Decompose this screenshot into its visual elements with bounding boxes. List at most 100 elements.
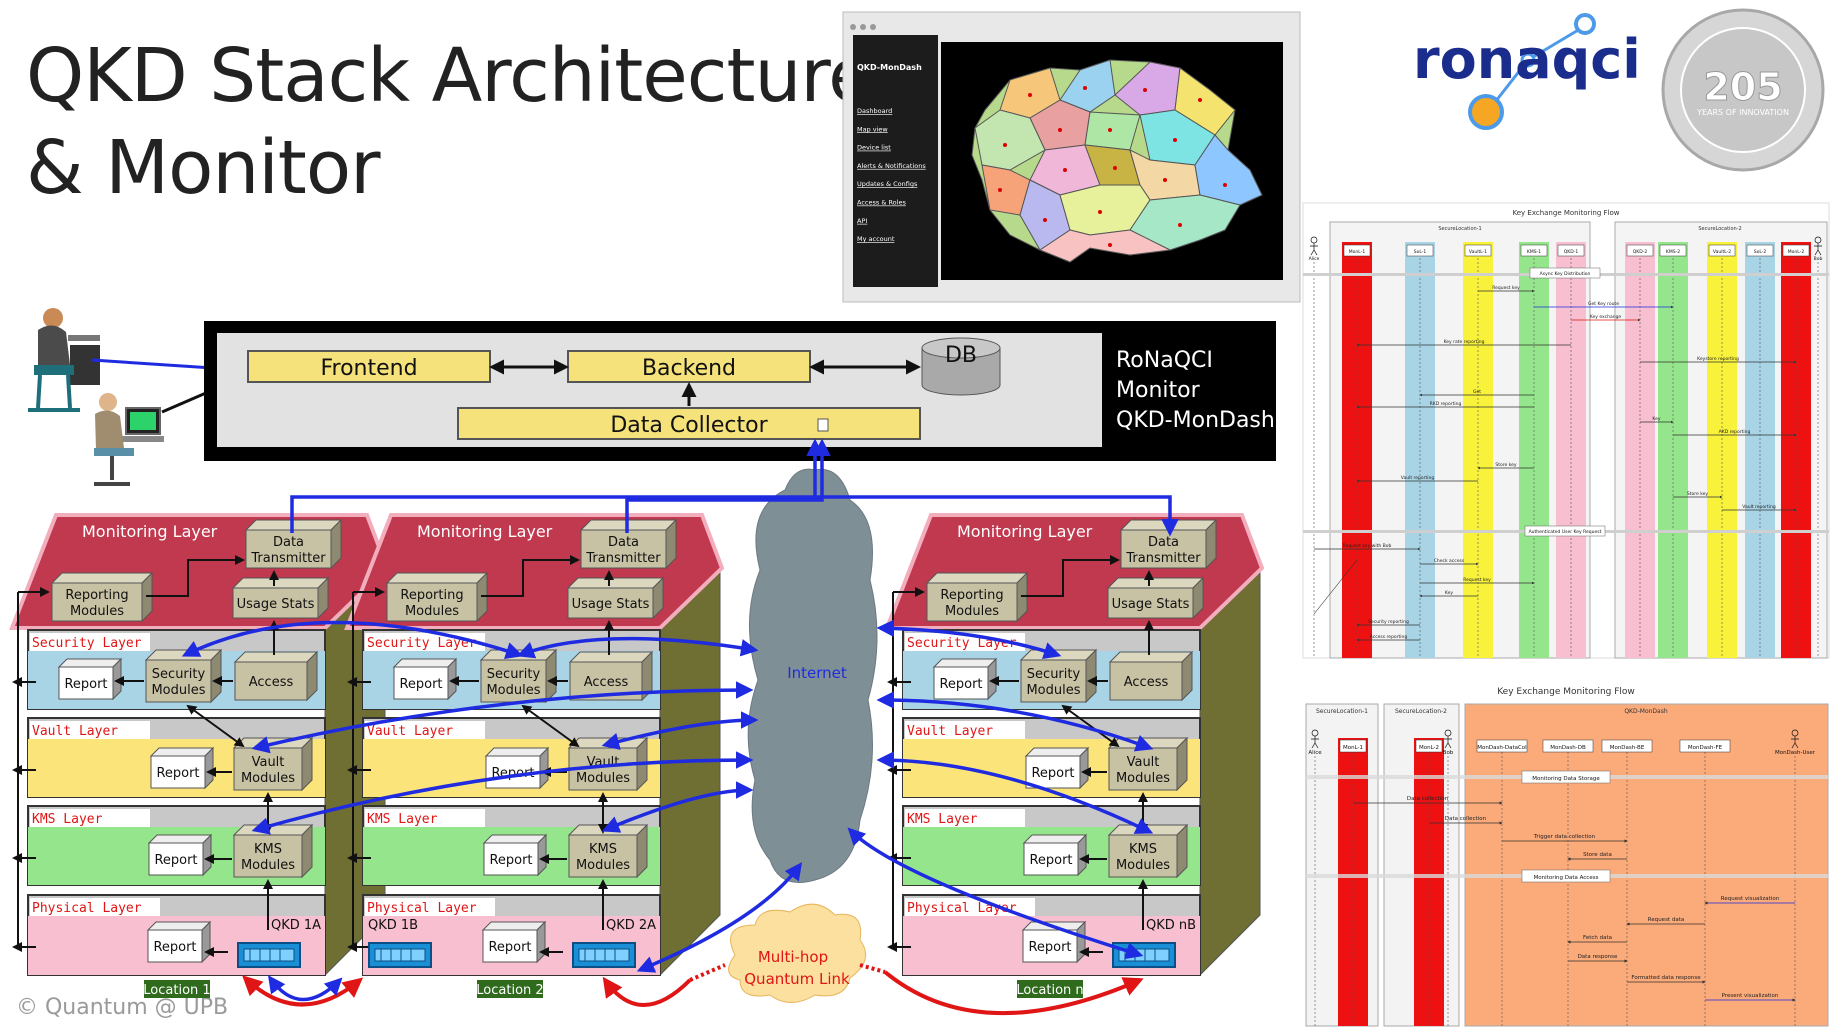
seq1-participant-label: KMS-2 [1666,249,1680,255]
vault-modules-label: Modules [576,771,630,786]
seq2-actor-label: MonDash-User [1775,750,1816,756]
seq1-message-label: RKD reporting [1430,401,1462,407]
vault-modules-side [301,736,313,792]
seq1-note-label: Authenticated User Key Request [1529,529,1602,535]
report-box [483,842,539,876]
qkd-label: QKD 2A [606,918,656,933]
blue-link-arrow [290,495,1179,537]
seal-caption: YEARS OF INNOVATION [1696,108,1789,117]
security-modules-label: Modules [151,683,205,698]
seq1-participant [1626,244,1654,257]
monitoring-layer-label: Monitoring Layer [417,522,553,541]
seq1-note [1529,267,1601,279]
seq2-participant-label: MonDash-DB [1550,745,1586,751]
security-modules-label: Security [152,667,206,682]
kms-modules-label: KMS [254,842,282,857]
access-module-top [1108,651,1194,663]
blue-link-arrow [251,751,754,835]
quantum-link-label-2: Quantum Link [744,970,850,988]
report-top [392,658,458,668]
report-top [146,921,212,931]
university-seal: 205 YEARS OF INNOVATION [1661,8,1825,172]
svg-text:ronaqci: ronaqci [1413,28,1641,91]
backend-label: Backend [642,356,736,381]
report-top [1022,834,1088,844]
usage-stats [567,587,654,619]
reporting-modules [51,582,143,622]
seq2-message-label: Formatted data response [1631,975,1701,981]
seq2-message-label: Store data [1583,852,1612,858]
seq1-message-label: Store key [1687,491,1709,497]
report-top [482,834,548,844]
seq2-message-label: Data response [1578,954,1618,960]
seq1-title: Key Exchange Monitoring Flow [1513,209,1620,217]
arrow [146,555,245,597]
report-box [148,842,204,876]
security-modules-label: Modules [1026,683,1080,698]
db-label: DB [945,343,977,368]
reporting-modules-label: Modules [70,604,124,619]
physical-layer-label: Physical Layer [367,901,477,916]
security-modules-side [210,648,222,704]
reporting-modules-label: Reporting [940,588,1003,603]
arrow [1021,555,1120,597]
reporting-modules-label: Modules [405,604,459,619]
quantum-link-arrow [883,970,1144,1016]
seq2-message-label: Present visualization [1722,993,1779,999]
report-top [484,747,550,757]
monitor-caption-2: Monitor [1116,378,1201,403]
access-module-top [568,651,654,663]
reporting-modules-top [385,572,489,584]
usage-stats-label: Usage Stats [572,597,650,612]
seq1-participant-label: MonL-2 [1788,249,1805,255]
report-label: Report [153,940,196,955]
kms-modules [233,834,303,878]
frontend-label: Frontend [320,356,417,381]
blue-link-arrow [876,691,1154,752]
monitoring-layer-label: Monitoring Layer [82,522,218,541]
seq1-group-right-label: SecureLocation-2 [1698,226,1741,232]
stack-1: Monitoring LayerDataTransmitterReporting… [9,513,390,998]
seq2-message-label: Fetch data [1583,935,1612,941]
internet-label: Internet [787,664,847,682]
seq2-note-label: Monitoring Data Access [1534,875,1599,881]
report-label: Report [1028,940,1071,955]
dashboard-menu-item: My account [857,235,895,243]
kms-modules-side [636,823,648,879]
seq1-message-label: Vault reporting [1401,475,1435,481]
seq1-message-label: Key [1445,590,1453,596]
data-collector-box [457,407,921,440]
report-top [57,658,123,668]
data-transmitter-label: Data [1148,535,1179,550]
seq1-participant [1464,244,1492,257]
dashboard-menu-item: Device list [857,144,891,152]
seq2-participant [1339,739,1367,753]
layer-tag [365,898,495,916]
seq1-participant [1520,244,1548,257]
report-label: Report [156,766,199,781]
seq2-message-label: Data collection [1445,816,1487,822]
layer-tag [30,898,160,916]
seq1-participant-label: SoL-2 [1754,249,1767,255]
vault-layer-label: Vault Layer [32,724,118,739]
seq2-participant-label: MonL-1 [1343,745,1363,751]
seq1-message-label: Key [1652,416,1660,422]
seq1-group-left-label: SecureLocation-1 [1438,226,1481,232]
report-label: Report [489,853,532,868]
data-collector-label: Data Collector [610,413,768,438]
seq1-message-label: Get Key route [1588,301,1619,307]
seq2-actor-icon [1444,736,1452,749]
reporting-modules-label: Reporting [400,588,463,603]
dashboard-menu-item: Access & Roles [857,199,906,207]
seq1-actor-icon [1310,243,1318,256]
blue-link-arrow [601,781,754,833]
seq1-note [1524,525,1606,537]
kms-modules-side [301,823,313,879]
blue-link-arrow [847,827,1144,960]
seq2-group-1-label: SecureLocation-1 [1316,708,1368,715]
seq2-message-label: Request data [1648,917,1684,923]
seq1-participant [1659,244,1687,257]
stack-3: Monitoring LayerDataTransmitterReporting… [884,513,1265,998]
usage-stats-top [1106,577,1205,589]
